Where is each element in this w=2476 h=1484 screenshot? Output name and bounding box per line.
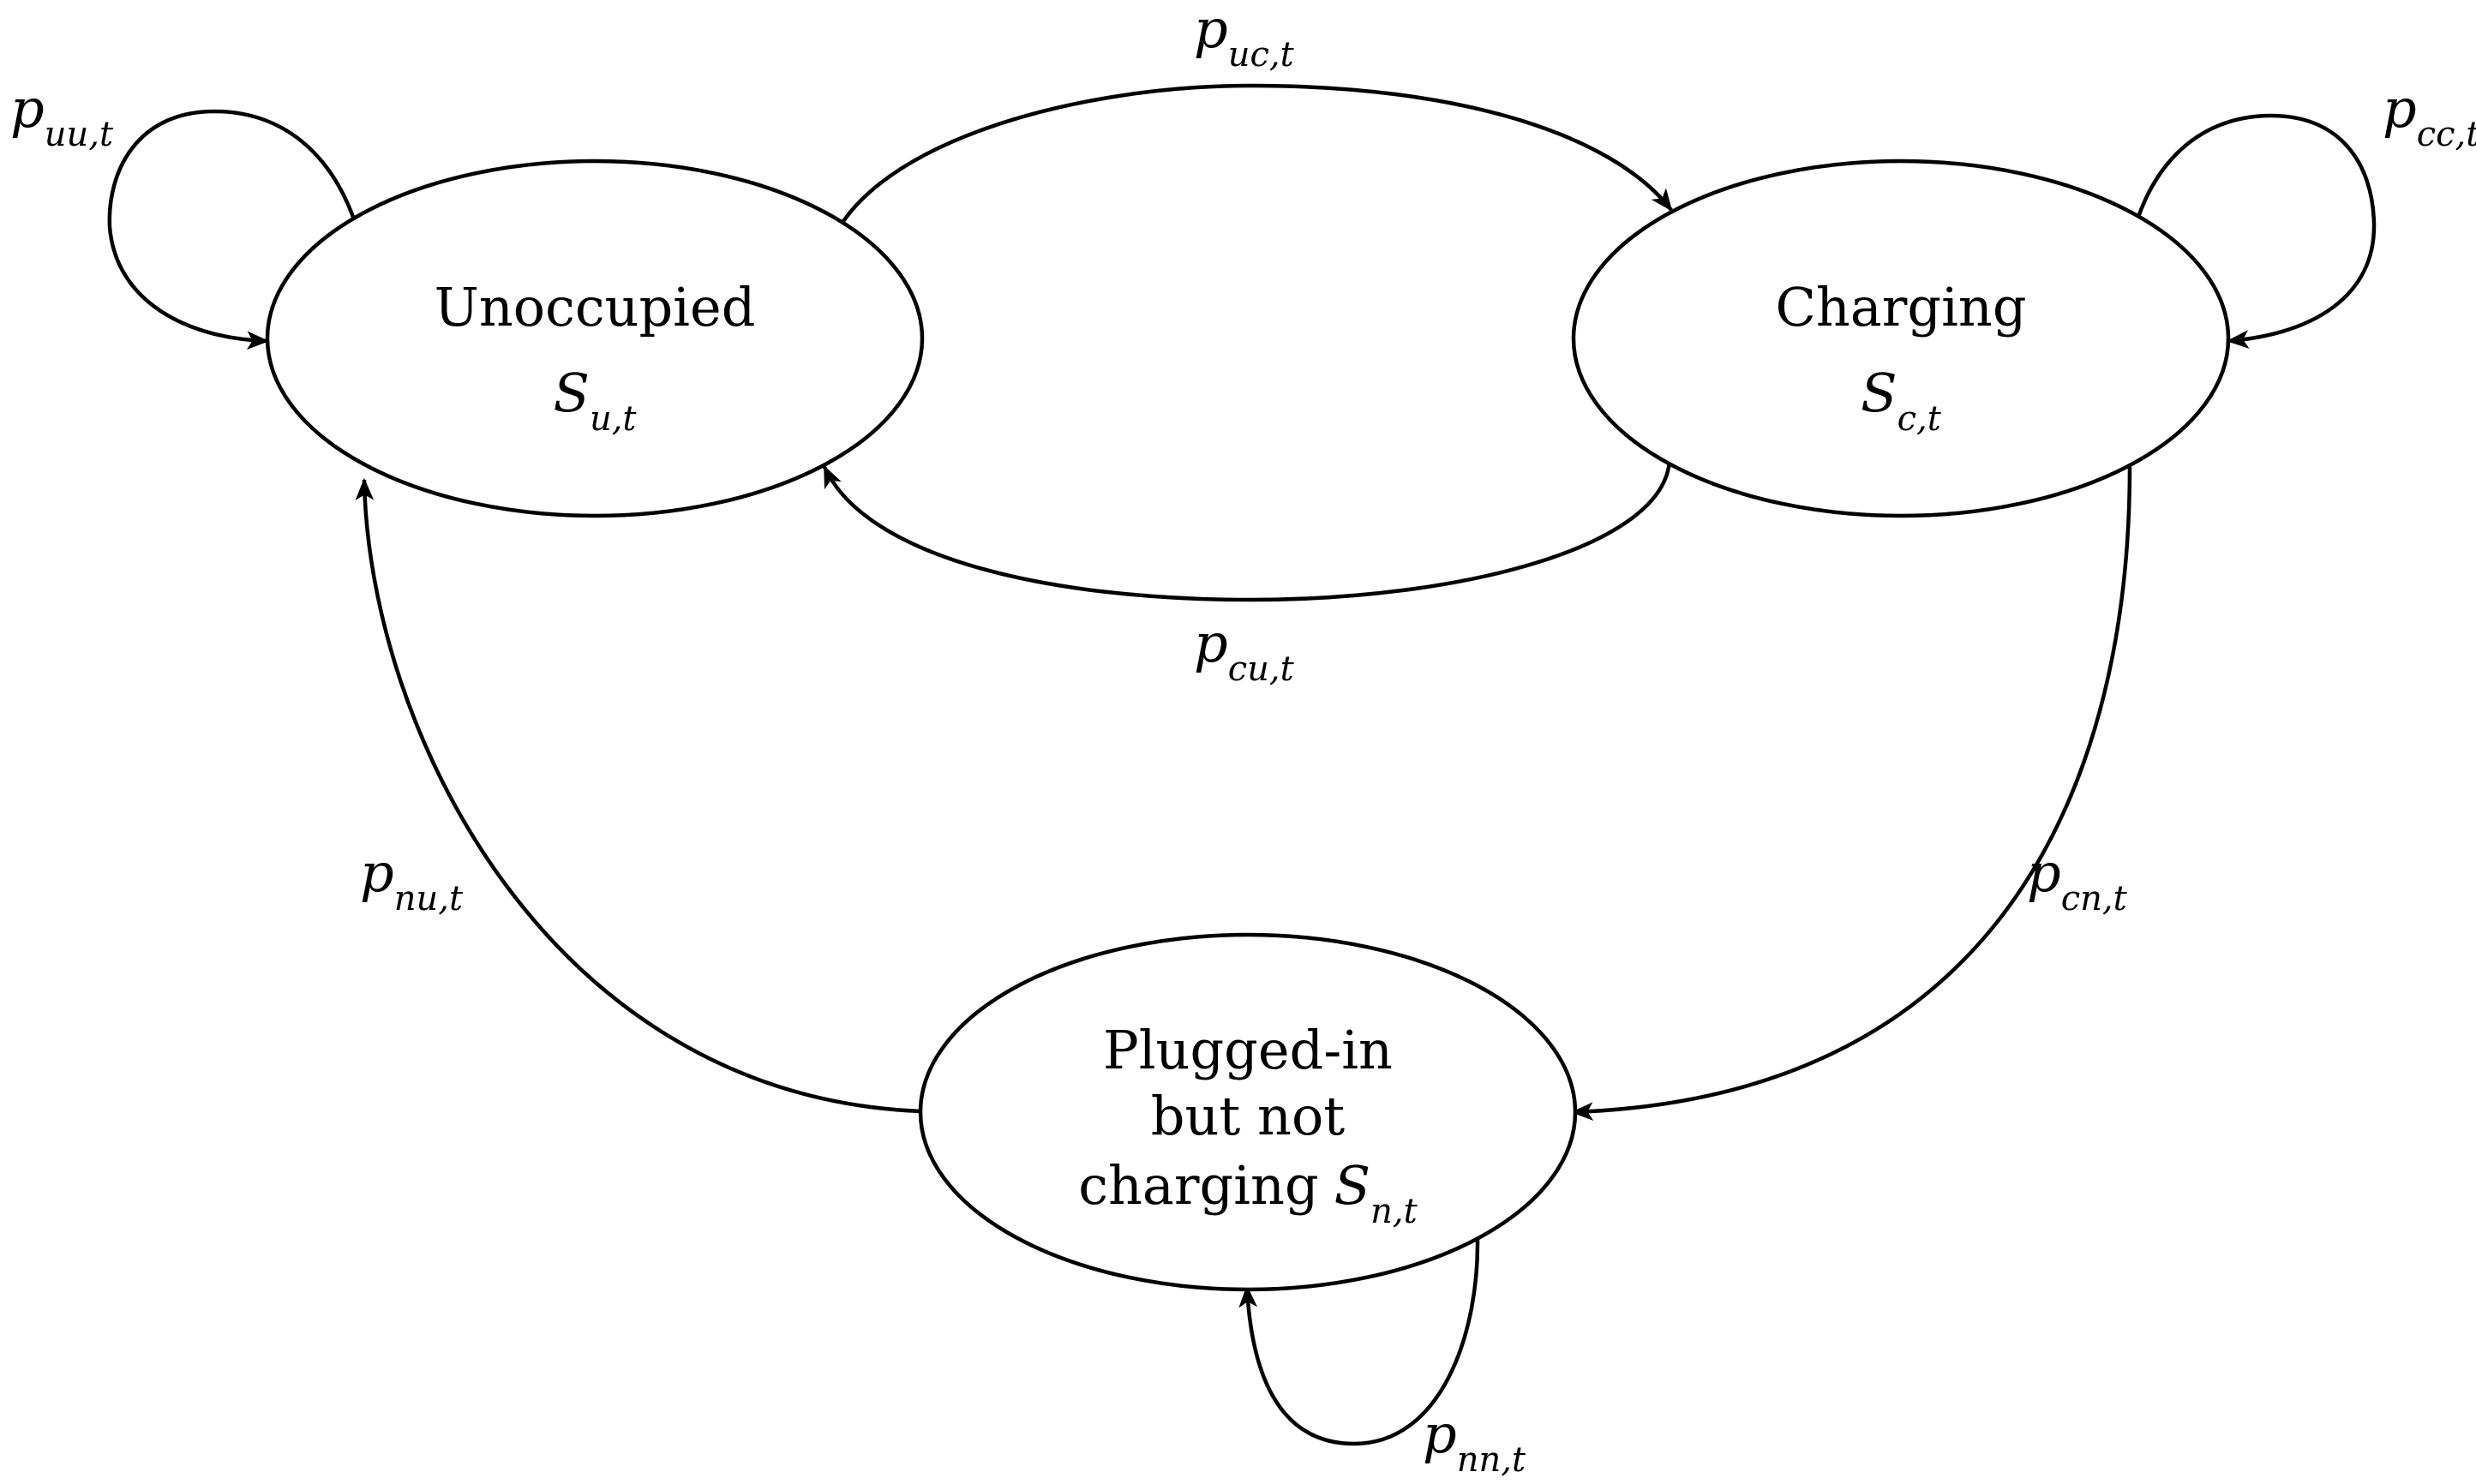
label-p-uc: puc,t bbox=[1194, 0, 1295, 75]
edge-uc bbox=[824, 83, 1673, 258]
state-charging-name: Charging bbox=[1775, 276, 2026, 338]
label-p-nu: pnu,t bbox=[360, 841, 464, 919]
state-plugged-in bbox=[918, 932, 1578, 1292]
edge-uu bbox=[107, 109, 368, 350]
label-p-nn: pnn,t bbox=[1423, 1403, 1526, 1480]
edge-cc bbox=[2125, 113, 2377, 349]
state-unoccupied-name: Unoccupied bbox=[435, 276, 756, 338]
label-p-cu: pcu,t bbox=[1194, 612, 1295, 689]
edge-nu bbox=[355, 477, 922, 1114]
edge-cn bbox=[1570, 466, 2132, 1121]
edge-nn bbox=[1238, 1239, 1480, 1446]
label-p-cc: pcc,t bbox=[2383, 77, 2476, 154]
state-charging bbox=[1571, 159, 2231, 518]
state-unoccupied-symbol: Su,t bbox=[553, 362, 637, 439]
label-p-uu: puu,t bbox=[10, 77, 114, 154]
edge-cu bbox=[822, 460, 1672, 602]
label-p-cn: pcn,t bbox=[2027, 841, 2128, 919]
state-unoccupied bbox=[265, 159, 925, 518]
state-charging-symbol: Sc,t bbox=[1861, 362, 1942, 439]
state-plugged-line1: Plugged-in bbox=[1103, 1019, 1393, 1081]
state-plugged-line2: but not bbox=[1151, 1085, 1346, 1147]
